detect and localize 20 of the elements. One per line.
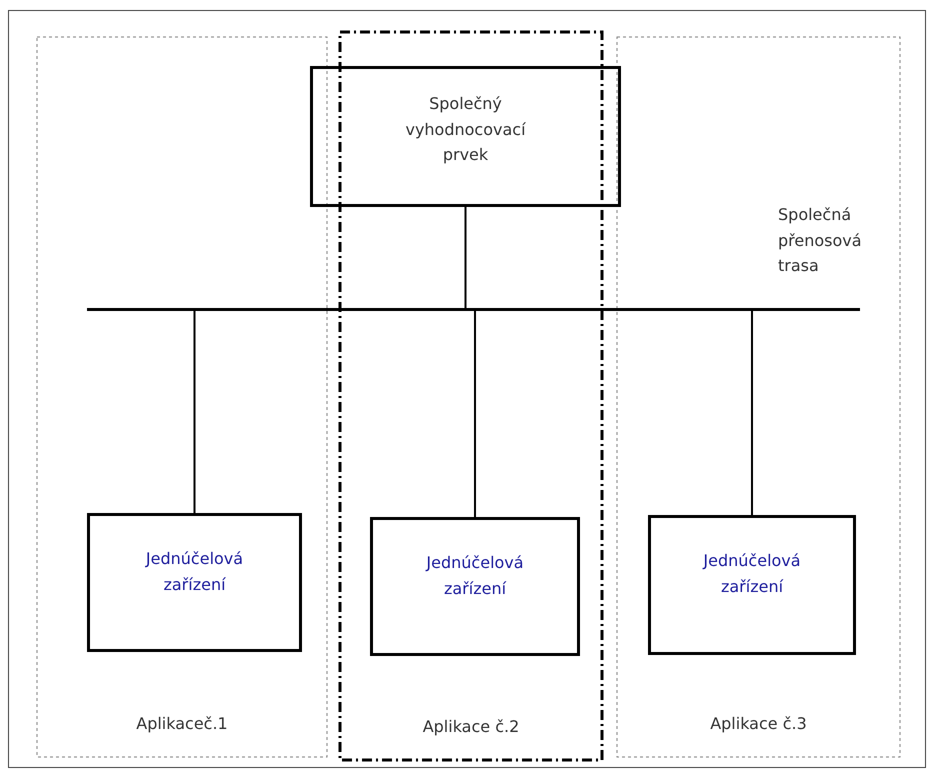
- connector-line: [474, 311, 476, 517]
- connector-line: [751, 311, 753, 515]
- group-label: Aplikace č.3: [709, 714, 808, 733]
- line-label: Společná přenosová trasa: [778, 204, 863, 278]
- application-group: [37, 37, 327, 757]
- device-box: [87, 513, 302, 652]
- application-group: [617, 37, 900, 757]
- group-label: Aplikace č.2: [422, 717, 520, 736]
- device-box: [370, 517, 580, 656]
- box-label: Jednúčelová zařízení: [424, 552, 525, 600]
- application-group: [340, 32, 602, 760]
- connector-line: [194, 311, 196, 513]
- transmission-line: [87, 308, 860, 311]
- box-label: Jednúčelová zařízení: [144, 548, 244, 596]
- connector-line: [464, 207, 466, 308]
- device-box: [648, 515, 856, 655]
- box-label: Jednúčelová zařízení: [702, 550, 802, 598]
- box-label: Společný vyhodnocovací prvek: [404, 93, 527, 166]
- group-label: Aplikaceč.1: [135, 714, 229, 733]
- device-box: [310, 66, 621, 207]
